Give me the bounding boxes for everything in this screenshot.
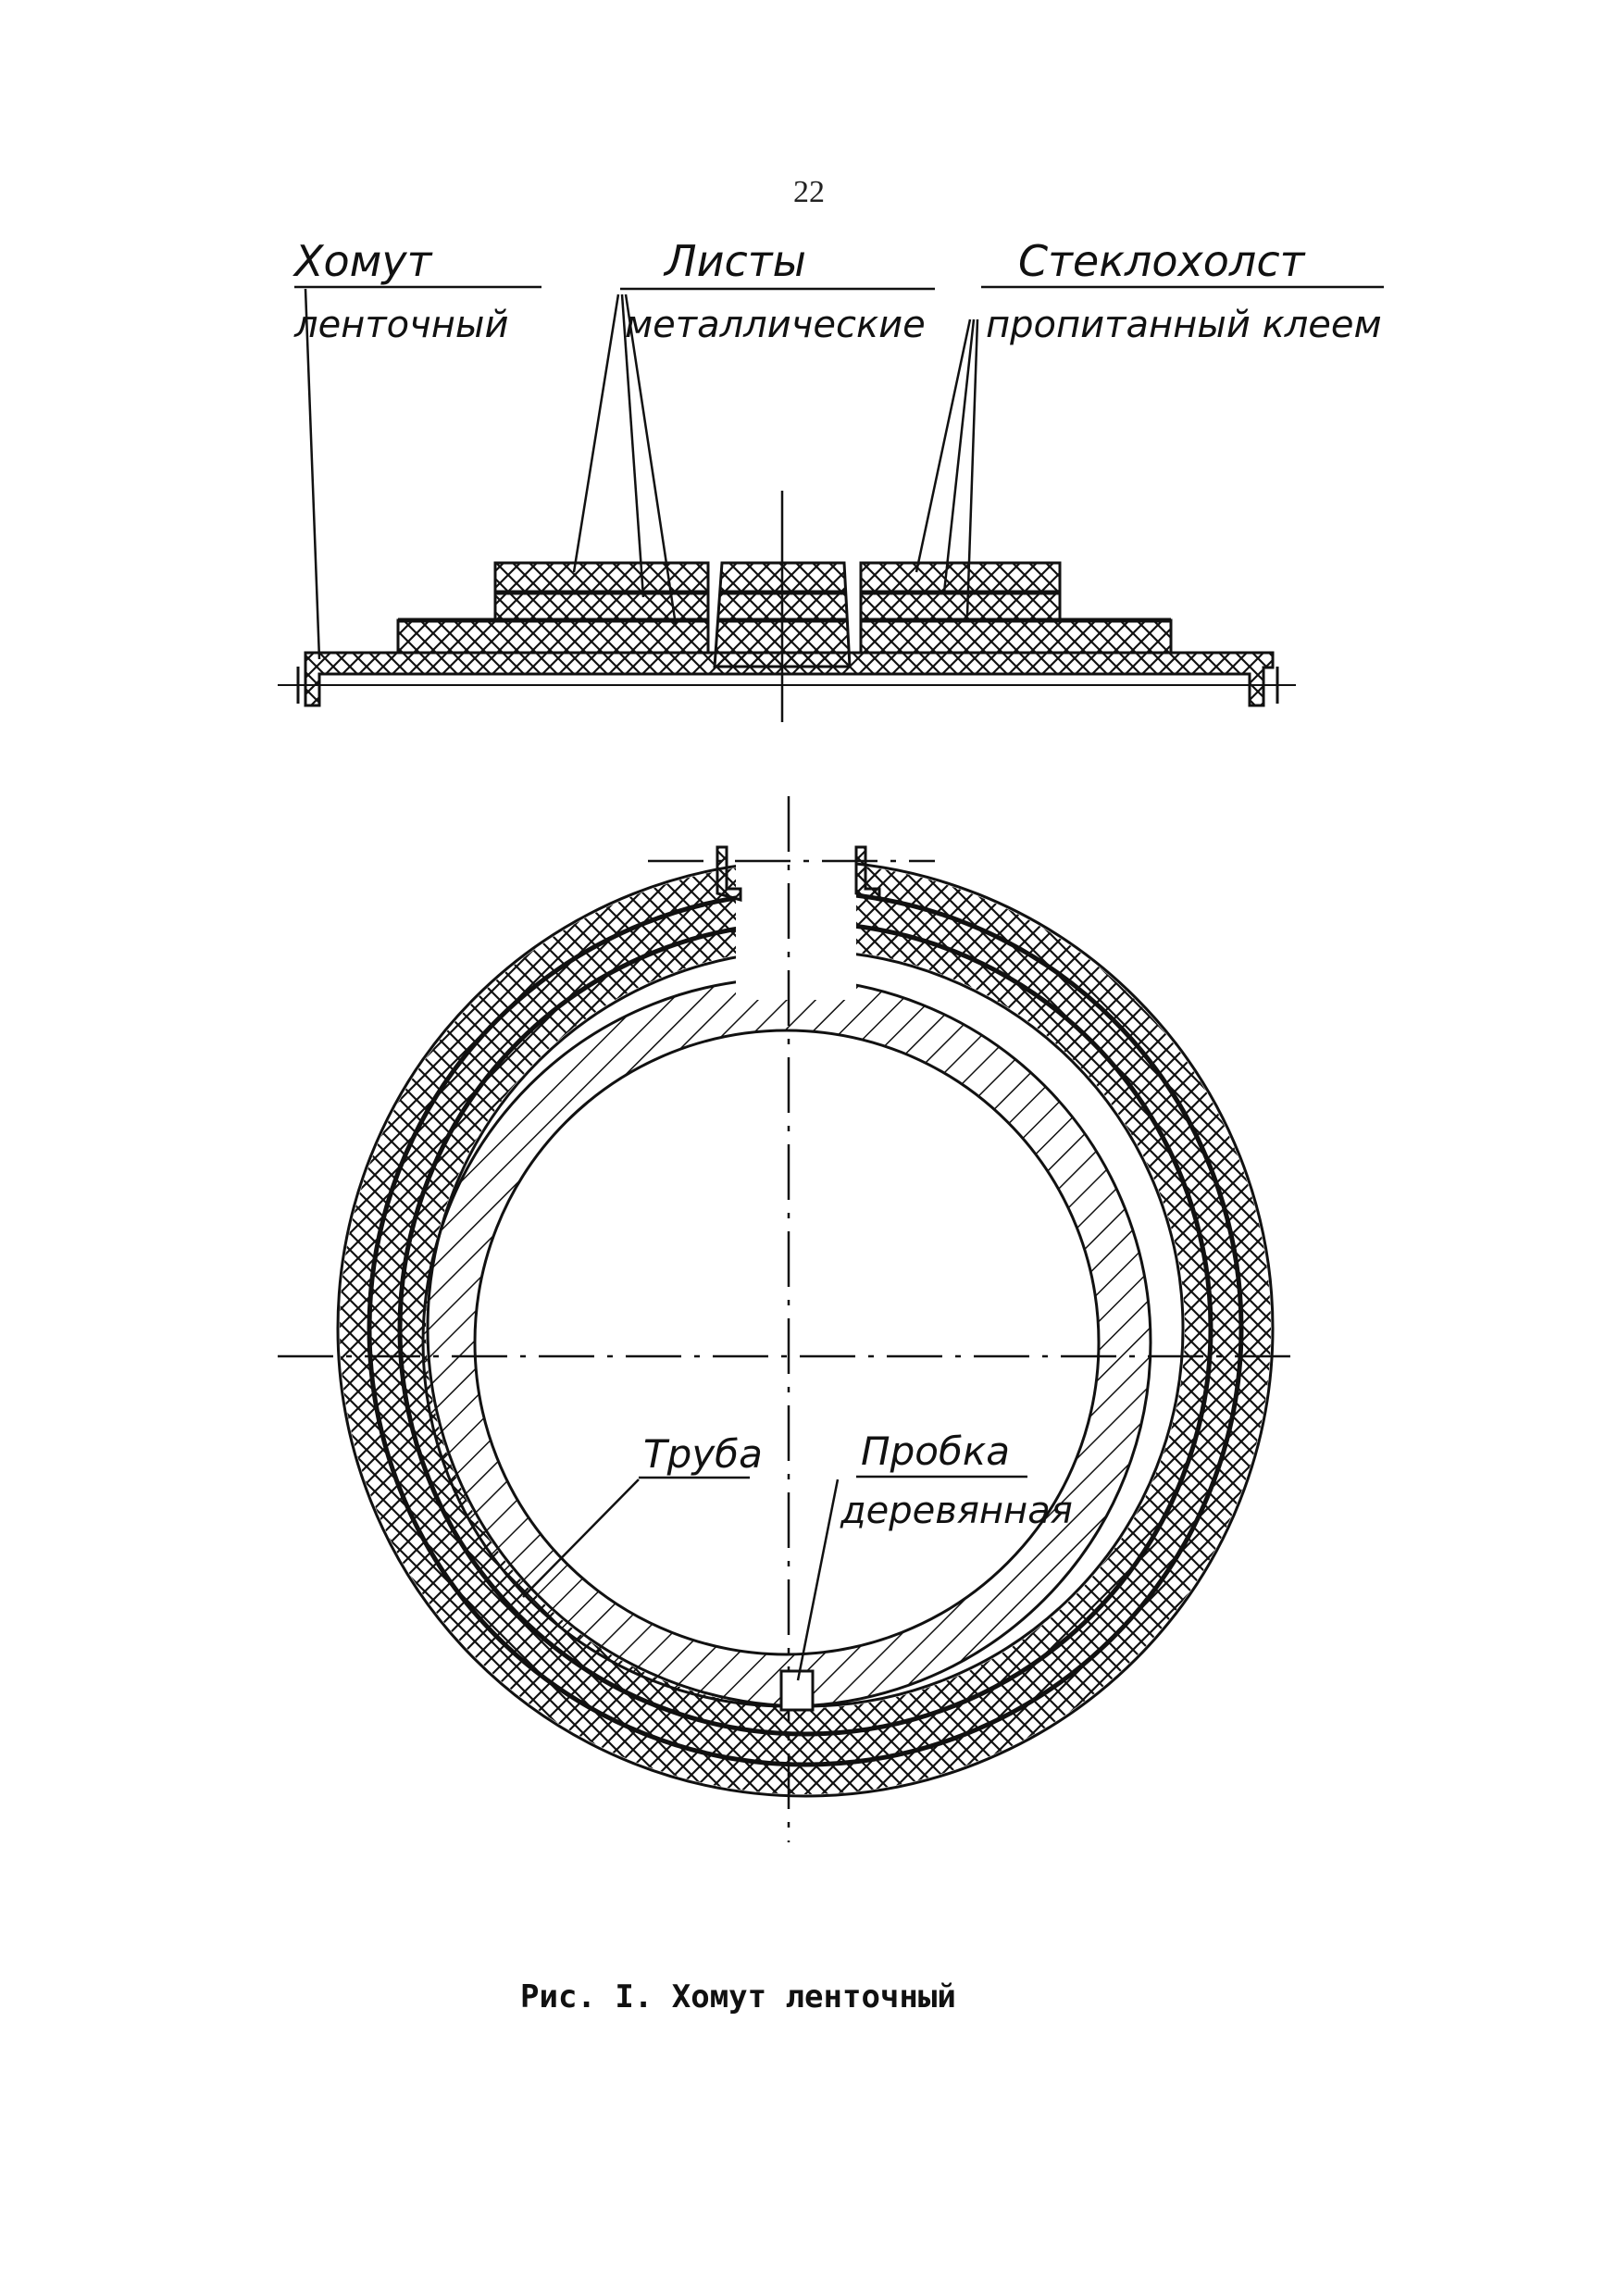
top-view: Хомут ленточный Листы металлические Стек… [278,236,1384,722]
clamp-tabs [716,845,881,902]
wooden-plug [779,1669,815,1712]
ring-assembly [336,859,1275,1798]
label-sheets-line1: Листы [663,236,806,286]
label-plug-line2: деревянная [840,1490,1073,1532]
sheet-stack-middle [713,561,852,668]
figure-caption: Рис. I. Хомут ленточный [520,1978,956,2015]
label-plug-line1: Пробка [861,1429,1010,1474]
label-plug-leader [796,1479,840,1681]
label-sheets-line2: металлические [625,304,926,346]
label-pipe-leader [522,1479,640,1598]
sheet-stack-right [859,561,1173,655]
sheet-stack-left [396,561,710,655]
label-glass-line1: Стеклохолст [1018,236,1306,286]
page-number: 22 [793,175,825,209]
label-clamp-line1: Хомут [292,236,433,286]
label-glass-line2: пропитанный клеем [986,304,1382,346]
label-pipe: Труба [643,1431,763,1477]
clamp-band-flat [296,651,1279,707]
label-clamp-line2: ленточный [293,304,508,346]
section-view: Труба Пробка деревянная [278,796,1296,1842]
